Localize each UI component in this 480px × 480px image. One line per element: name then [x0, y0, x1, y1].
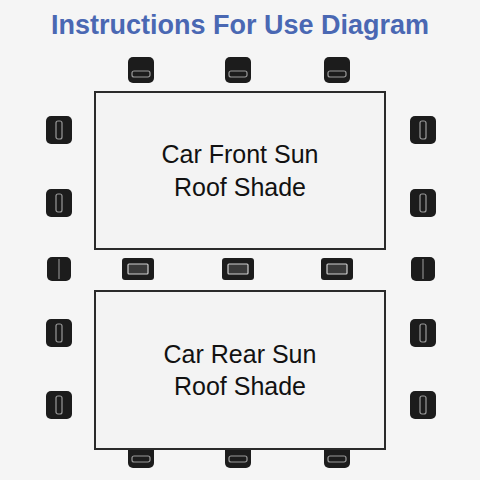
- clip-body: [324, 57, 350, 83]
- clip-body: [411, 257, 435, 281]
- clip-slot: [128, 264, 148, 274]
- clip-body: [46, 116, 72, 144]
- clip-slot: [328, 456, 346, 462]
- clip-icon: [222, 258, 254, 280]
- clip-slot: [420, 121, 426, 139]
- clip-icon: [411, 257, 435, 281]
- clip-slot: [228, 264, 248, 274]
- clip-seam: [58, 259, 59, 279]
- clip-slot: [420, 396, 426, 414]
- clip-body: [46, 391, 72, 419]
- clip-body: [410, 319, 436, 347]
- clip-body: [321, 258, 353, 280]
- clip-slot: [229, 456, 247, 462]
- clip-icon: [410, 189, 436, 217]
- clip-slot: [328, 71, 346, 77]
- clip-slot: [56, 194, 62, 212]
- clip-slot: [56, 121, 62, 139]
- box-label: Car Rear Sun Roof Shade: [126, 330, 354, 411]
- clip-slot: [132, 71, 150, 77]
- clip-icon: [324, 57, 350, 83]
- shade-box: Car Front Sun Roof Shade: [94, 91, 386, 250]
- clip-slot: [420, 324, 426, 342]
- clip-body: [410, 189, 436, 217]
- clip-icon: [46, 391, 72, 419]
- clip-body: [122, 258, 154, 280]
- clip-body: [47, 257, 71, 281]
- clip-slot: [420, 194, 426, 212]
- clip-seam: [422, 259, 423, 279]
- clip-body: [128, 57, 154, 83]
- clip-slot: [56, 396, 62, 414]
- clip-icon: [321, 258, 353, 280]
- clip-icon: [410, 116, 436, 144]
- clip-slot: [132, 456, 150, 462]
- clip-icon: [46, 189, 72, 217]
- clip-icon: [128, 57, 154, 83]
- clip-icon: [225, 57, 251, 83]
- clip-body: [225, 57, 251, 83]
- clip-body: [410, 116, 436, 144]
- clip-icon: [410, 391, 436, 419]
- clip-icon: [47, 257, 71, 281]
- shade-box: Car Rear Sun Roof Shade: [94, 290, 386, 450]
- clip-icon: [122, 258, 154, 280]
- clip-slot: [56, 324, 62, 342]
- clip-icon: [410, 319, 436, 347]
- diagram-title: Instructions For Use Diagram: [0, 10, 480, 41]
- clip-slot: [229, 71, 247, 77]
- clip-body: [46, 189, 72, 217]
- clip-icon: [46, 319, 72, 347]
- clip-body: [410, 391, 436, 419]
- clip-body: [222, 258, 254, 280]
- clip-body: [46, 319, 72, 347]
- clip-slot: [327, 264, 347, 274]
- clip-icon: [46, 116, 72, 144]
- box-label: Car Front Sun Roof Shade: [126, 130, 354, 211]
